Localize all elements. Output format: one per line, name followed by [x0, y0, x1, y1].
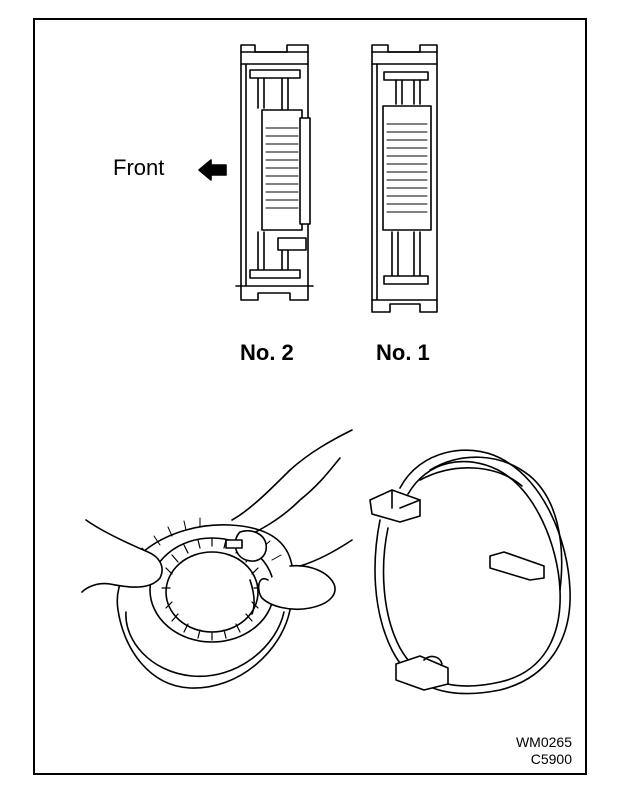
arrow-left-icon — [198, 159, 227, 181]
figure-frame — [33, 18, 587, 775]
ring-no2-label: No. 2 — [240, 340, 294, 365]
hub-assembly-drawing — [81, 429, 353, 689]
figure-code: WM0265 — [515, 734, 572, 750]
figure-subcode: C5900 — [530, 751, 572, 767]
front-label: Front — [113, 155, 165, 180]
synchronizer-no2-section — [235, 44, 314, 301]
ring-no1-label: No. 1 — [376, 340, 430, 365]
synchronizer-no1-section — [371, 44, 438, 313]
synchronizer-spring-drawing — [369, 449, 571, 695]
